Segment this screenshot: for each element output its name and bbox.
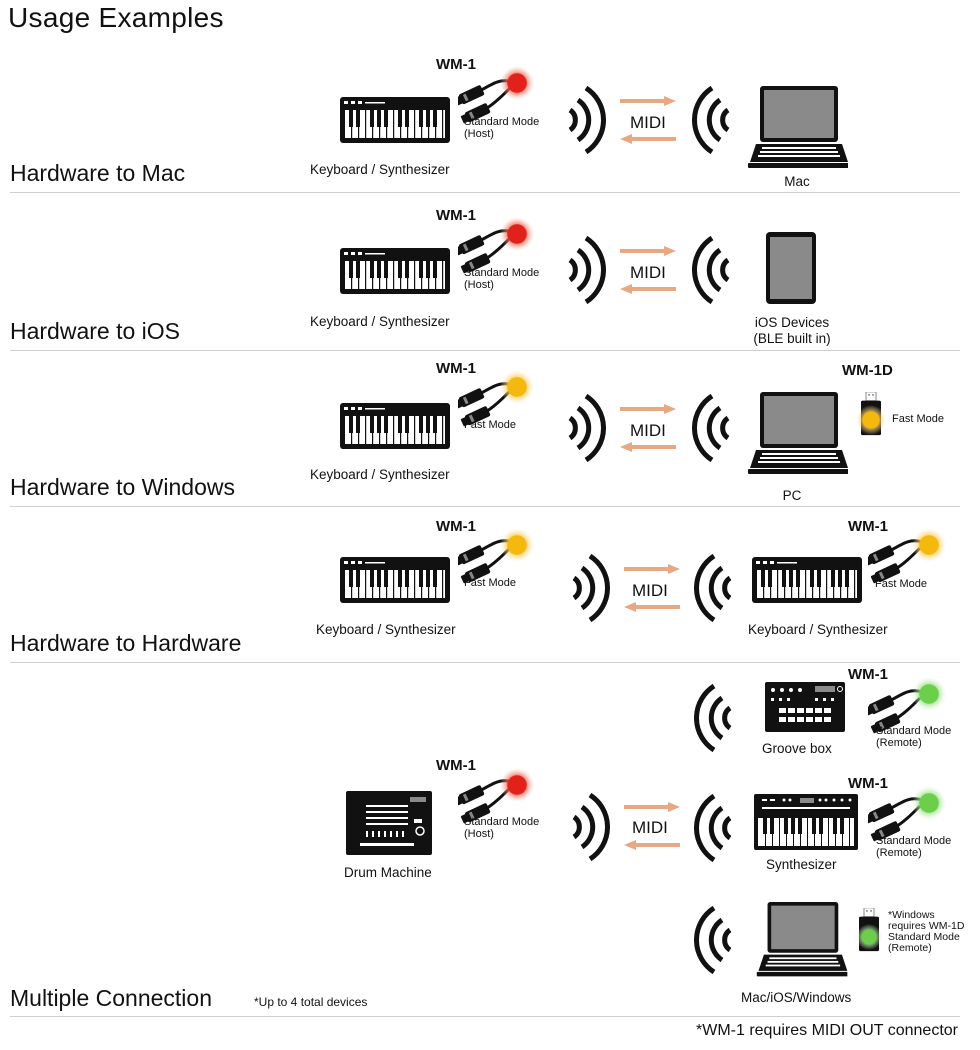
wm1-label: WM-1 [848,666,888,683]
keyboard-icon [752,557,862,603]
synthesizer-icon [754,794,858,850]
wm1-label: WM-1 [436,518,476,535]
wm1-label: WM-1 [436,207,476,224]
red-led-icon [500,217,534,251]
computer-label: Mac/iOS/Windows [741,990,852,1005]
wireless-waves-icon [566,392,606,464]
left-device-label: Keyboard / Synthesizer [310,314,450,329]
yellow-led-icon [856,405,886,435]
wm1-label: WM-1 [436,757,476,774]
left-device-label: Keyboard / Synthesizer [310,162,450,177]
page-title: Usage Examples [8,2,224,33]
yellow-led-icon [500,528,534,562]
mode-label: Standard Mode(Remote) [876,725,952,749]
mode-label: Fast Mode [875,578,927,590]
midi-label: MIDI [630,113,666,132]
tablet-icon [766,232,816,304]
mode-label: Standard Mode(Host) [464,816,540,840]
keyboard-icon [340,403,450,449]
section-divider [10,350,960,351]
wireless-waves-icon [566,84,606,156]
wireless-waves-icon [694,792,734,864]
green-led-icon [912,677,946,711]
laptop-icon [752,902,852,980]
laptop-icon [748,86,848,172]
wm1-label: WM-1 [436,360,476,377]
wm1d-label: WM-1D [842,362,893,379]
wireless-waves-icon [694,552,734,624]
section-title: Hardware to iOS [10,318,181,344]
wm1-label: WM-1 [848,518,888,535]
wireless-waves-icon [692,84,732,156]
section-title: Hardware to Windows [10,474,235,500]
wireless-waves-icon [570,552,610,624]
midi-label: MIDI [632,818,668,837]
section-title: Hardware to Hardware [10,630,242,656]
right-device-label: PC [782,488,802,503]
mode-label: Standard Mode(Host) [464,116,540,140]
laptop-icon [748,392,848,478]
red-led-icon [500,768,534,802]
wireless-waves-icon [692,234,732,306]
right-device-label: Mac [784,174,810,189]
keyboard-icon [340,557,450,603]
mode-label: Fast Mode [464,577,516,589]
keyboard-icon [340,97,450,143]
section-divider [10,192,960,193]
wireless-waves-icon [566,234,606,306]
midi-label: MIDI [632,581,668,600]
wireless-waves-icon [570,791,610,863]
green-led-icon [856,924,882,950]
footnote: *WM-1 requires MIDI OUT connector [696,1022,958,1039]
midi-label: MIDI [630,421,666,440]
section-title: Multiple Connection [10,985,213,1011]
groove-box-label: Groove box [762,741,832,756]
mode-label: Standard Mode(Host) [464,267,540,291]
wm1-label: WM-1 [436,56,476,73]
mode-label: Fast Mode [892,413,944,425]
yellow-led-icon [500,370,534,404]
section-title: Hardware to Mac [10,160,186,186]
wm1-label: WM-1 [848,775,888,792]
drum-machine-icon [346,791,432,855]
left-device-label: Keyboard / Synthesizer [316,622,456,637]
yellow-led-icon [912,528,946,562]
device-limit-note: *Up to 4 total devices [254,995,368,1009]
wireless-waves-icon [694,904,734,976]
section-divider [10,1016,960,1017]
green-led-icon [912,786,946,820]
mode-label: Standard Mode(Remote) [876,835,952,859]
right-device-label: Keyboard / Synthesizer [748,622,888,637]
section-divider [10,662,960,663]
red-led-icon [500,66,534,100]
groove-box-icon [762,682,848,732]
mode-label: Fast Mode [464,419,516,431]
wireless-waves-icon [694,682,734,754]
left-device-label: Drum Machine [344,865,432,880]
midi-label: MIDI [630,263,666,282]
synthesizer-label: Synthesizer [766,857,837,872]
keyboard-icon [340,248,450,294]
right-device-label: iOS Devices(BLE built in) [753,315,831,346]
wireless-waves-icon [692,392,732,464]
section-divider [10,506,960,507]
left-device-label: Keyboard / Synthesizer [310,467,450,482]
